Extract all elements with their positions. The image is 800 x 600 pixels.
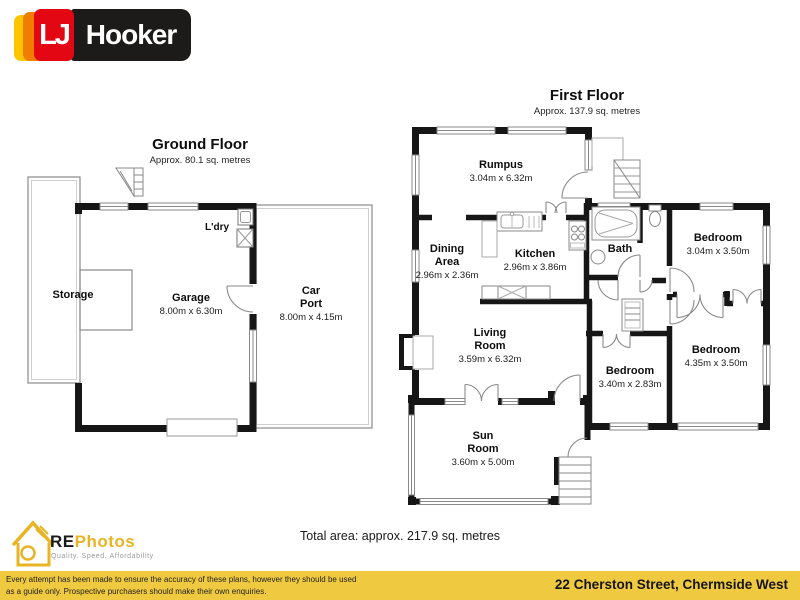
first-floor-title: First Floor xyxy=(549,87,625,104)
upper-stairs-icon xyxy=(591,137,641,199)
external-stairs-icon xyxy=(558,456,592,505)
kitchen-counter xyxy=(481,220,498,258)
kitchen-sink-icon xyxy=(496,211,543,232)
ground-stairs-icon xyxy=(115,167,144,198)
rephotos-logo: REPhotos Quality. Speed. Affordability xyxy=(6,517,206,569)
basin-icon xyxy=(590,249,606,265)
garage-walls xyxy=(75,203,257,432)
ground-floor-area: Approx. 80.1 sq. metres xyxy=(149,155,251,166)
storage-outline xyxy=(27,176,133,384)
logo-black-box: Hooker xyxy=(71,9,191,61)
room-label-bedroom2: Bedroom 3.40m x 2.83m xyxy=(598,365,662,390)
ljhooker-logo: Hooker LJ xyxy=(14,9,194,63)
door-swings xyxy=(464,171,762,458)
disclaimer-text: Every attempt has been made to ensure th… xyxy=(6,574,446,598)
rephotos-photos-text: Photos xyxy=(74,532,136,551)
ground-floor-title: Ground Floor xyxy=(152,136,248,153)
property-address: 22 Cherston Street, Chermside West xyxy=(554,577,788,592)
logo-hooker-text: Hooker xyxy=(85,19,177,50)
toilet-icon xyxy=(648,204,662,227)
laundry-tub-icon xyxy=(236,208,254,248)
footer-bar xyxy=(0,571,800,600)
room-label-sunroom: Sun Room 3.60m x 5.00m xyxy=(451,430,515,468)
rephotos-house-icon xyxy=(12,520,54,567)
first-floor-windows xyxy=(408,126,771,505)
island-bench xyxy=(481,285,551,300)
ground-floor-plan xyxy=(27,167,373,437)
room-label-carport: Car Port 8.00m x 4.15m xyxy=(279,285,343,323)
rephotos-wordmark: REPhotos xyxy=(50,532,135,552)
garage-roller-door xyxy=(166,418,238,437)
room-label-bedroom1: Bedroom 3.04m x 3.50m xyxy=(686,232,750,257)
rephotos-tagline: Quality. Speed. Affordability xyxy=(51,553,154,560)
bathtub-icon xyxy=(591,206,641,241)
wall-posts xyxy=(408,391,592,505)
logo-lj-text: LJ xyxy=(39,18,71,51)
room-label-rumpus: Rumpus 3.04m x 6.32m xyxy=(469,159,533,184)
disclaimer-line2: as a guide only. Prospective purchasers … xyxy=(6,587,267,596)
rephotos-re-text: RE xyxy=(50,532,75,551)
room-label-living: Living Room 3.59m x 6.32m xyxy=(458,327,522,365)
room-label-bedroom3: Bedroom 4.35m x 3.50m xyxy=(684,344,748,369)
room-label-bath: Bath xyxy=(607,243,633,255)
disclaimer-line1: Every attempt has been made to ensure th… xyxy=(6,575,357,584)
stove-icon xyxy=(568,220,587,251)
hall-stairs-icon xyxy=(621,298,644,332)
room-label-garage: Garage 8.00m x 6.30m xyxy=(159,292,223,317)
room-label-kitchen: Kitchen 2.96m x 3.86m xyxy=(503,248,567,273)
ground-floor-title-block: Ground Floor Approx. 80.1 sq. metres xyxy=(150,136,251,166)
room-label-dining: Dining Area 2.96m x 2.36m xyxy=(415,243,479,281)
logo-red-box: LJ xyxy=(34,9,74,61)
room-label-laundry: L'dry xyxy=(204,222,230,233)
room-label-storage: Storage xyxy=(52,289,94,301)
garage-door-opening xyxy=(248,284,258,314)
first-floor-title-block: First Floor Approx. 137.9 sq. metres xyxy=(534,87,640,117)
first-floor-area: Approx. 137.9 sq. metres xyxy=(533,106,641,117)
garage-carport-door xyxy=(226,285,254,313)
total-area-text: Total area: approx. 217.9 sq. metres xyxy=(299,529,501,543)
ground-windows xyxy=(99,202,257,383)
first-floor-plan xyxy=(399,126,771,505)
fireplace xyxy=(399,334,434,370)
